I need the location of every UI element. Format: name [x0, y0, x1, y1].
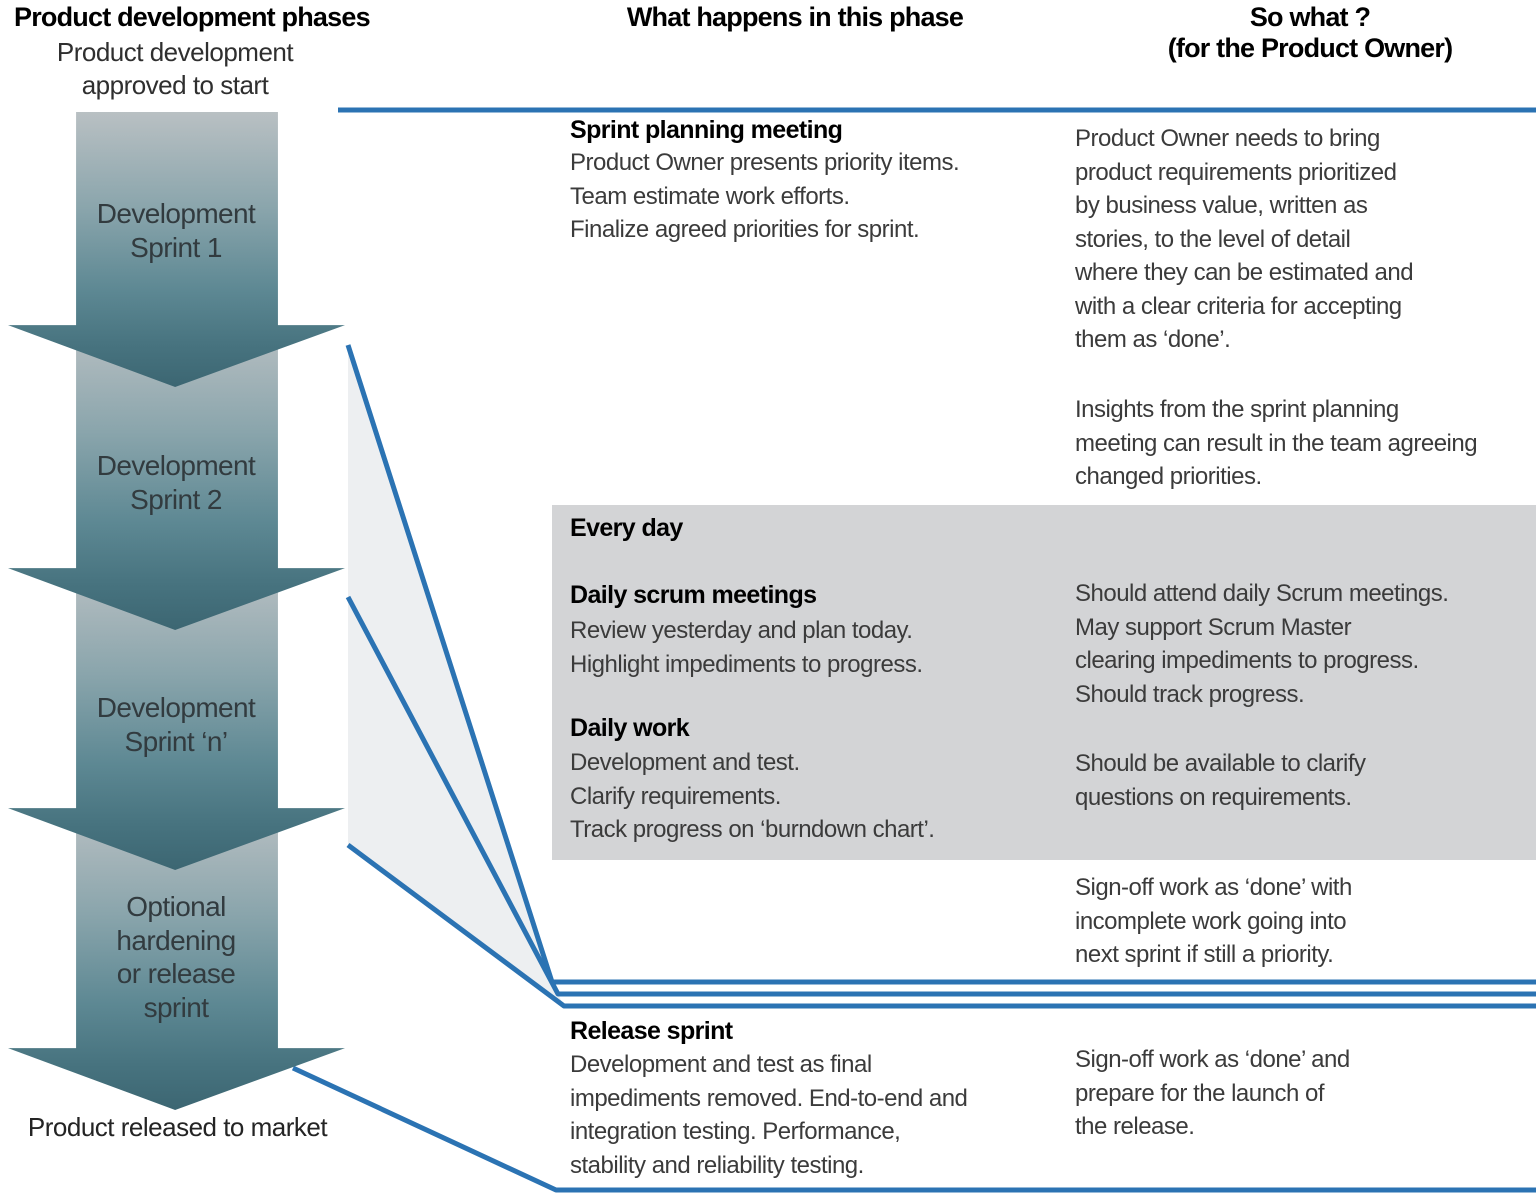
note-bring-requirements: Product Owner needs to bring product req…: [1075, 125, 1414, 353]
every-day-title: Every day: [570, 514, 683, 542]
phases-subtitle: Product development approved to start: [56, 37, 294, 100]
sprint2-connector-line: [345, 595, 1536, 997]
sprint-planning-title: Sprint planning meeting: [570, 116, 843, 144]
sprint1-label: Development Sprint 1: [96, 198, 256, 263]
release-connector-line: [291, 1065, 1536, 1193]
phases-column-header: Product development phases: [14, 2, 371, 32]
daily-work-title: Daily work: [570, 714, 690, 742]
daily-scrum-body: Review yesterday and plan today. Highlig…: [570, 617, 923, 678]
note-signoff-next-sprint: Sign-off work as ‘done’ with incomplete …: [1075, 874, 1352, 968]
sprint-planning-body: Product Owner presents priority items. T…: [570, 149, 960, 243]
release-sprint-body: Development and test as final impediment…: [570, 1051, 968, 1179]
note-signoff-release: Sign-off work as ‘done’ and prepare for …: [1075, 1046, 1350, 1140]
hardening-sprint-label: Optional hardening or release sprint: [116, 891, 236, 1023]
daily-scrum-title: Daily scrum meetings: [570, 581, 817, 609]
sprintn-label: Development Sprint ‘n’: [96, 692, 256, 757]
what-happens-column-header: What happens in this phase: [626, 2, 964, 32]
release-sprint-title: Release sprint: [570, 1017, 733, 1045]
so-what-column-header: So what ? (for the Product Owner): [1167, 2, 1453, 63]
note-insights: Insights from the sprint planning meetin…: [1075, 396, 1478, 490]
sprintn-connector-line: [346, 842, 1536, 1009]
note-available-clarify: Should be available to clarify questions…: [1075, 750, 1366, 811]
every-day-band: [552, 505, 1536, 860]
sprint2-label: Development Sprint 2: [96, 450, 256, 515]
note-attend-meetings: Should attend daily Scrum meetings. May …: [1075, 580, 1449, 708]
daily-work-body: Development and test. Clarify requiremen…: [570, 749, 935, 843]
released-to-market-label: Product released to market: [27, 1112, 328, 1142]
fan-wedge: [348, 345, 564, 1006]
